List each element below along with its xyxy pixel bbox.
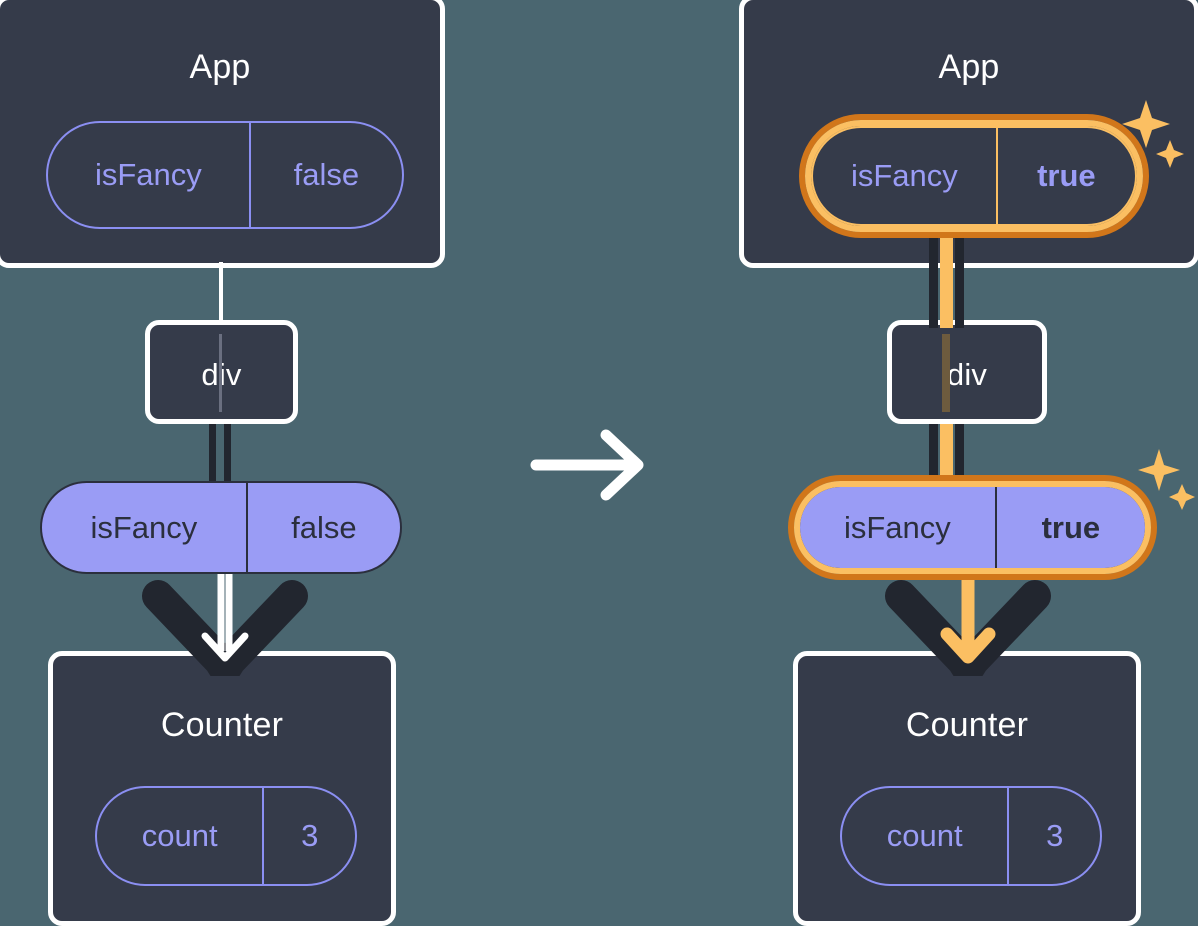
div-element-box: div — [887, 320, 1047, 424]
connector-div-to-pill-highlight — [940, 424, 953, 486]
app-title: App — [189, 48, 251, 86]
counter-component-box: Counter count 3 — [793, 651, 1141, 926]
props-pill: isFancy false — [40, 481, 402, 574]
app-prop-pill: isFancy false — [46, 121, 404, 229]
props-pill: isFancy true — [798, 485, 1147, 570]
connector-through-div — [942, 334, 950, 412]
div-label: div — [946, 357, 988, 392]
transition-right-arrow-icon — [528, 425, 652, 505]
connector-app-to-div-dark-right — [955, 228, 964, 328]
props-sparkles-icon — [1138, 446, 1198, 524]
props-pill-key: isFancy — [90, 509, 198, 545]
connector-div-to-pill-dark-right — [955, 424, 964, 486]
counter-state-key: count — [886, 818, 963, 853]
app-prop-value: false — [248, 123, 402, 227]
app-prop-key: isFancy — [850, 158, 958, 193]
connector-through-div — [219, 334, 222, 412]
connector-app-to-div-dark-left — [929, 228, 938, 328]
arrow-pill-to-counter — [883, 566, 1053, 676]
counter-title: Counter — [160, 706, 284, 744]
app-prop-pill: isFancy true — [811, 126, 1137, 226]
props-pill-key: isFancy — [843, 509, 951, 545]
connector-div-to-pill-dark-left — [929, 424, 938, 486]
connector-app-to-div-highlight — [940, 228, 953, 328]
right-diagram-panel: App isFancy true div isFa — [598, 0, 1198, 926]
app-sparkles-icon — [1122, 96, 1192, 184]
counter-component-box: Counter count 3 — [48, 651, 396, 926]
props-pill-value: true — [994, 487, 1145, 568]
left-diagram-panel: App isFancy false div isFancy false — [0, 0, 600, 926]
app-prop-key: isFancy — [94, 157, 202, 192]
app-component-box: App isFancy false — [0, 0, 445, 268]
counter-state-key: count — [141, 818, 218, 853]
counter-state-value: 3 — [262, 788, 355, 884]
connector-app-to-div — [219, 262, 223, 324]
counter-title: Counter — [905, 706, 1029, 744]
props-pill-value: false — [245, 483, 400, 572]
arrow-pill-to-counter — [140, 566, 310, 676]
connector-div-to-pill-right — [224, 424, 231, 484]
counter-state-pill: count 3 — [840, 786, 1102, 886]
counter-state-value: 3 — [1007, 788, 1100, 884]
counter-state-pill: count 3 — [95, 786, 357, 886]
app-title: App — [938, 48, 1000, 86]
app-prop-value: true — [995, 128, 1135, 224]
connector-div-to-pill-left — [209, 424, 216, 484]
